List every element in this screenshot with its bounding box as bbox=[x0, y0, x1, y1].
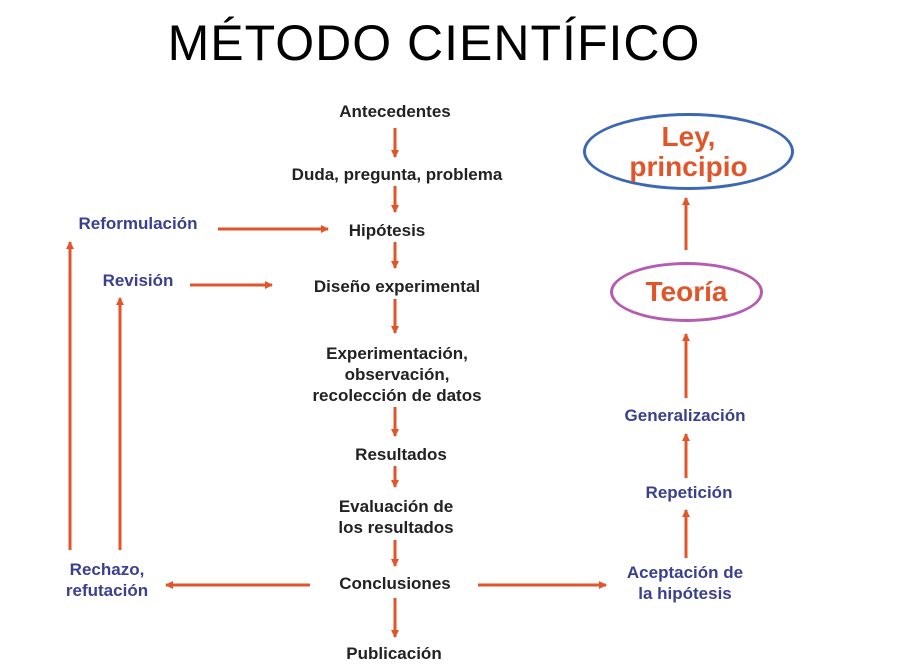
step-publicacion: Publicación bbox=[346, 644, 442, 663]
step-generalizacion: Generalización bbox=[624, 406, 746, 425]
step-resultados: Resultados bbox=[355, 445, 447, 464]
step-repeticion: Repetición bbox=[645, 483, 733, 502]
step-rechazo-refutacion: Rechazo, refutación bbox=[65, 560, 149, 600]
step-conclusiones: Conclusiones bbox=[339, 574, 451, 593]
ley-principio-ellipse: Ley, principio bbox=[583, 113, 794, 190]
step-diseno-experimental: Diseño experimental bbox=[313, 277, 481, 296]
step-revision: Revisión bbox=[102, 271, 174, 290]
step-experimentacion: Experimentación, observación, recolecció… bbox=[312, 344, 482, 405]
page-title: MÉTODO CIENTÍFICO bbox=[167, 15, 701, 71]
step-antecedentes: Antecedentes bbox=[339, 102, 451, 121]
step-reformulacion: Reformulación bbox=[78, 214, 198, 233]
step-evaluacion: Evaluación de los resultados bbox=[338, 497, 454, 537]
step-hipotesis: Hipótesis bbox=[348, 221, 426, 240]
teoria-ellipse: Teoría bbox=[610, 262, 763, 322]
step-aceptacion-hipotesis: Aceptación de la hipótesis bbox=[626, 563, 744, 603]
step-duda-pregunta-problema: Duda, pregunta, problema bbox=[291, 165, 503, 184]
